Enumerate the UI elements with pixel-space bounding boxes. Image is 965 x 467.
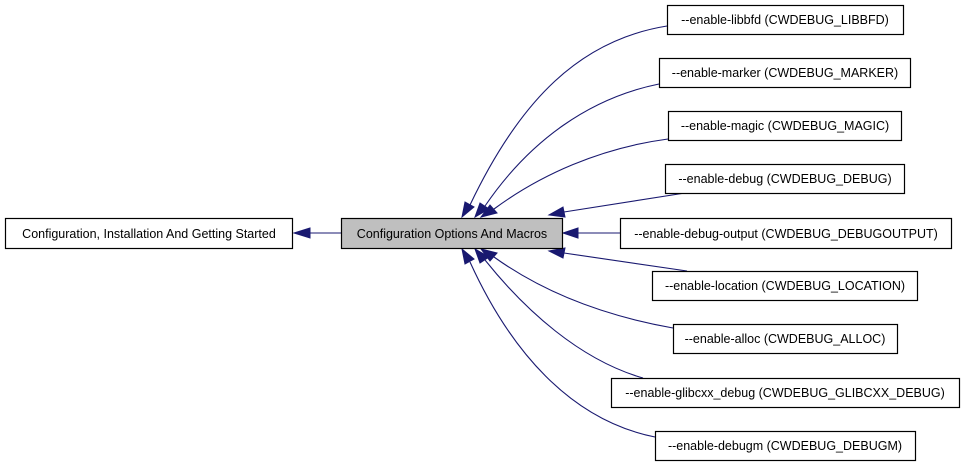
arrow-head-icon bbox=[461, 247, 475, 265]
arrow-head-icon bbox=[561, 227, 579, 239]
node-label: --enable-libbfd (CWDEBUG_LIBBFD) bbox=[681, 13, 889, 27]
node-label: --enable-glibcxx_debug (CWDEBUG_GLIBCXX_… bbox=[625, 386, 945, 400]
node-label: Configuration, Installation And Getting … bbox=[22, 227, 276, 241]
arrow-head-icon bbox=[479, 204, 498, 218]
arrow-head-icon bbox=[292, 227, 311, 239]
edge-marker-to-current bbox=[484, 83, 660, 207]
node-marker[interactable]: --enable-marker (CWDEBUG_MARKER) bbox=[658, 57, 912, 89]
node-label: --enable-debug (CWDEBUG_DEBUG) bbox=[678, 172, 891, 186]
node-label: --enable-debug-output (CWDEBUG_DEBUGOUTP… bbox=[634, 227, 938, 241]
node-libbfd[interactable]: --enable-libbfd (CWDEBUG_LIBBFD) bbox=[666, 4, 905, 36]
node-label: --enable-marker (CWDEBUG_MARKER) bbox=[672, 66, 898, 80]
edge-debug-to-current bbox=[563, 192, 686, 213]
edge-debugm-to-current bbox=[469, 261, 656, 438]
edge-glibcxx-debug-to-current bbox=[484, 259, 644, 379]
node-debug-output[interactable]: --enable-debug-output (CWDEBUG_DEBUGOUTP… bbox=[619, 217, 953, 250]
node-current[interactable]: Configuration Options And Macros bbox=[340, 217, 564, 250]
edge-location-to-current bbox=[563, 252, 688, 272]
node-label: --enable-magic (CWDEBUG_MAGIC) bbox=[681, 119, 889, 133]
edge-magic-to-current bbox=[493, 138, 669, 210]
node-label: Configuration Options And Macros bbox=[357, 227, 547, 241]
node-location[interactable]: --enable-location (CWDEBUG_LOCATION) bbox=[651, 270, 919, 302]
edges bbox=[292, 25, 688, 438]
node-magic[interactable]: --enable-magic (CWDEBUG_MAGIC) bbox=[667, 110, 903, 142]
edge-alloc-to-current bbox=[493, 256, 674, 329]
arrow-head-icon bbox=[474, 202, 490, 219]
node-label: --enable-location (CWDEBUG_LOCATION) bbox=[665, 279, 905, 293]
nodes: Configuration, Installation And Getting … bbox=[4, 4, 961, 462]
arrow-head-icon bbox=[547, 247, 566, 259]
arrow-head-icon bbox=[547, 206, 566, 218]
node-glibcxx-debug[interactable]: --enable-glibcxx_debug (CWDEBUG_GLIBCXX_… bbox=[610, 377, 961, 409]
arrow-head-icon bbox=[461, 201, 475, 219]
node-parent[interactable]: Configuration, Installation And Getting … bbox=[4, 217, 294, 250]
arrow-head-icon bbox=[474, 247, 490, 264]
node-debugm[interactable]: --enable-debugm (CWDEBUG_DEBUGM) bbox=[654, 430, 917, 462]
node-debug[interactable]: --enable-debug (CWDEBUG_DEBUG) bbox=[664, 163, 906, 195]
edge-libbfd-to-current bbox=[469, 25, 668, 206]
node-alloc[interactable]: --enable-alloc (CWDEBUG_ALLOC) bbox=[672, 323, 899, 355]
node-label: --enable-alloc (CWDEBUG_ALLOC) bbox=[685, 332, 886, 346]
node-label: --enable-debugm (CWDEBUG_DEBUGM) bbox=[668, 439, 902, 453]
